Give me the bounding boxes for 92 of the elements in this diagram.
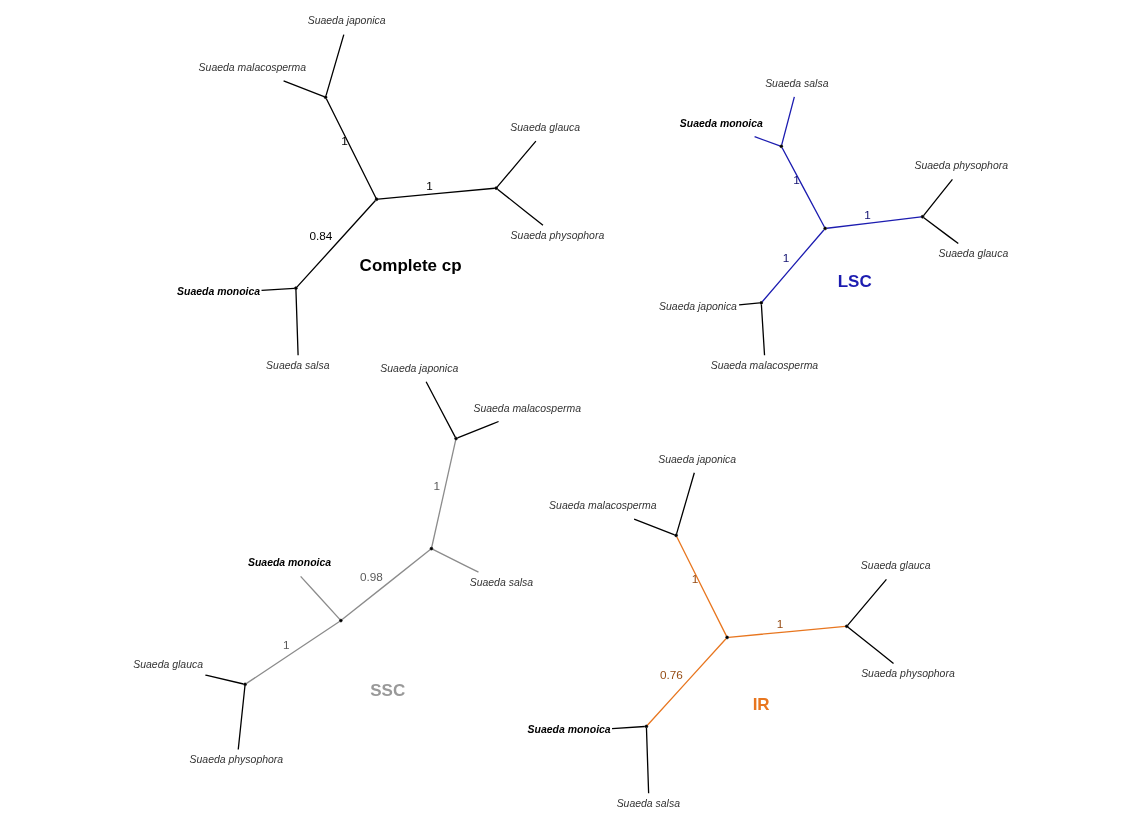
connector xyxy=(324,33,344,97)
connector xyxy=(846,578,887,626)
edge-label: 1 xyxy=(863,207,871,221)
node-point xyxy=(374,197,378,201)
node-text: Suaeda malacosperma xyxy=(710,360,818,372)
edge-label: 0.98 xyxy=(359,569,383,583)
node-text: Suaeda malacosperma xyxy=(198,61,306,73)
node-text: Suaeda glauca xyxy=(509,122,580,134)
node-point xyxy=(293,286,298,290)
connector xyxy=(825,216,922,229)
node-point xyxy=(673,533,678,538)
edge-label: 1 xyxy=(432,479,440,493)
connector xyxy=(282,80,325,98)
connector xyxy=(646,638,727,726)
connector xyxy=(675,472,695,535)
connector xyxy=(424,381,456,438)
node-point xyxy=(644,724,648,729)
edge-label: 1 xyxy=(776,617,783,631)
connector xyxy=(761,229,825,303)
connector xyxy=(846,626,894,665)
node-text: Suaeda monoica xyxy=(527,724,611,736)
connector xyxy=(237,685,246,751)
connector xyxy=(753,136,780,147)
connector xyxy=(456,420,499,439)
label: Complete cp xyxy=(359,256,462,276)
label: LSC xyxy=(837,272,872,292)
node-text: Suaeda physophora xyxy=(913,160,1008,172)
node-text: Suaeda physophora xyxy=(860,668,955,680)
edge-label: 1 xyxy=(792,172,800,186)
edge-label: 1 xyxy=(782,251,789,265)
node-text: Suaeda japonica xyxy=(657,453,736,465)
connector xyxy=(341,548,431,621)
connector xyxy=(922,178,953,217)
node-text: Suaeda physophora xyxy=(189,754,283,766)
connector xyxy=(780,96,795,146)
node-point xyxy=(242,682,247,687)
connector xyxy=(737,302,760,306)
node-point xyxy=(494,186,498,190)
node-text: Suaeda physophora xyxy=(510,230,604,242)
node-text: Suaeda salsa xyxy=(764,77,828,89)
connector xyxy=(496,188,544,226)
node-point xyxy=(822,226,827,231)
connector xyxy=(294,289,299,356)
node-point xyxy=(429,546,433,551)
connector xyxy=(245,620,340,685)
connector xyxy=(922,217,959,245)
connector xyxy=(496,140,537,188)
node-text: Suaeda salsa xyxy=(616,798,680,810)
connector xyxy=(299,575,340,621)
node-point xyxy=(453,436,458,441)
node-text: Suaeda salsa xyxy=(265,360,329,372)
node-text: Suaeda malacosperma xyxy=(548,500,657,512)
connector xyxy=(780,147,825,228)
connector xyxy=(295,199,376,288)
edge-label: 0.84 xyxy=(308,229,332,243)
connector xyxy=(431,548,479,573)
edge-label: 1 xyxy=(691,572,698,586)
node-text: Suaeda japonica xyxy=(658,301,737,313)
node-point xyxy=(844,624,848,629)
connector xyxy=(675,536,727,637)
label: SSC xyxy=(369,681,405,701)
node-text: Suaeda monoica xyxy=(679,117,763,129)
connector xyxy=(376,187,495,200)
edge-label: 1 xyxy=(282,637,290,651)
connector xyxy=(760,303,765,356)
connector xyxy=(430,439,456,548)
node-text: Suaeda glauca xyxy=(937,248,1008,260)
node-text: Suaeda malacosperma xyxy=(472,402,581,414)
node-text: Suaeda monoica xyxy=(176,285,260,297)
connector xyxy=(727,625,846,638)
node-point xyxy=(338,618,343,623)
edge-label: 1 xyxy=(425,179,433,193)
node-point xyxy=(759,301,763,305)
node-text: Suaeda japonica xyxy=(307,15,386,27)
label: IR xyxy=(752,694,770,714)
connector xyxy=(632,518,675,536)
node-point xyxy=(779,144,783,149)
node-text: Suaeda glauca xyxy=(132,659,203,671)
node-text: Suaeda japonica xyxy=(379,362,458,374)
connector xyxy=(260,287,295,292)
edge-label: 1 xyxy=(340,134,348,148)
node-text: Suaeda salsa xyxy=(469,576,533,588)
node-text: Suaeda monoica xyxy=(247,557,331,569)
connector xyxy=(204,674,244,685)
connector xyxy=(645,727,649,794)
edge-label: 0.76 xyxy=(659,667,683,681)
node-point xyxy=(323,95,327,99)
node-text: Suaeda glauca xyxy=(860,560,931,572)
node-point xyxy=(724,635,729,640)
connector xyxy=(325,98,377,199)
connector xyxy=(610,725,645,730)
node-point xyxy=(920,215,924,219)
